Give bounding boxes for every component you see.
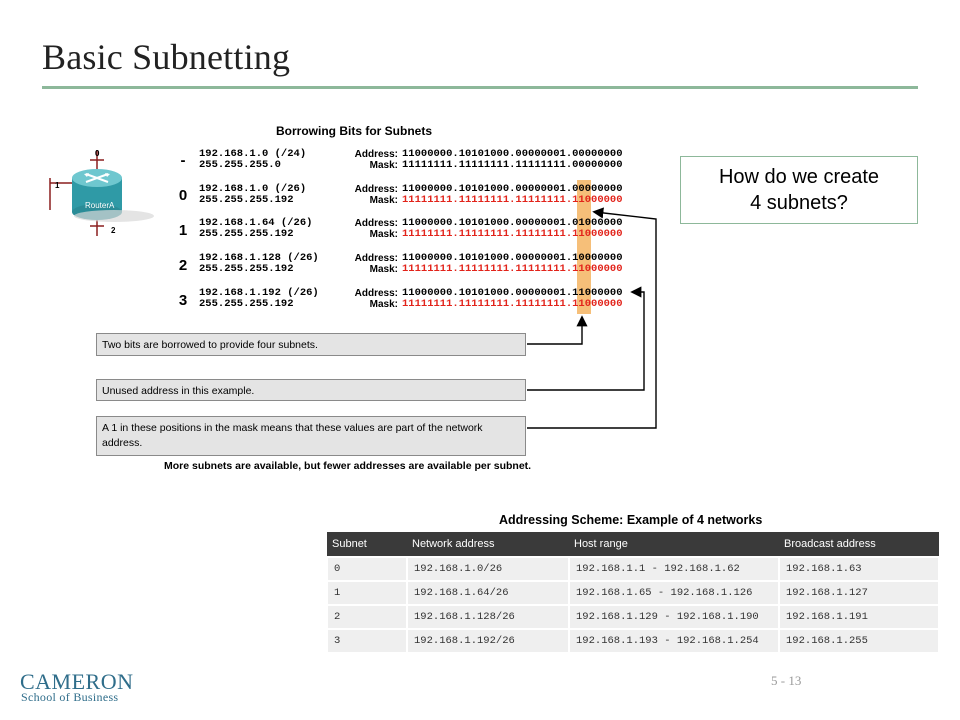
address-bits: 11000000.10101000.00000001.10000000 xyxy=(402,252,623,264)
mask-bits: 11111111.11111111.11111111.11000000 xyxy=(402,228,623,240)
network-address: 192.168.1.192 (/26) xyxy=(199,287,319,299)
row-number: 0 xyxy=(178,187,188,204)
table-row: 3 192.168.1.192/26 192.168.1.193 - 192.1… xyxy=(326,628,940,654)
mask-label: Mask: xyxy=(369,229,398,240)
table-cell: 192.168.1.1 - 192.168.1.62 xyxy=(568,556,780,582)
mask-bits: 11111111.11111111.11111111.11000000 xyxy=(402,194,623,206)
mask-label: Mask: xyxy=(369,160,398,171)
table-row: 0 192.168.1.0/26 192.168.1.1 - 192.168.1… xyxy=(326,556,940,582)
network-mask: 255.255.255.192 xyxy=(199,263,294,275)
network-mask: 255.255.255.192 xyxy=(199,194,294,206)
address-bits: 11000000.10101000.00000001.01000000 xyxy=(402,217,623,229)
table-cell: 192.168.1.63 xyxy=(778,556,940,582)
network-address: 192.168.1.64 (/26) xyxy=(199,217,313,229)
table-cell: 192.168.1.0/26 xyxy=(406,556,570,582)
mask-bits: 11111111.11111111.11111111.00000000 xyxy=(402,159,623,171)
network-mask: 255.255.255.192 xyxy=(199,298,294,310)
borrowed-bits-highlight xyxy=(577,180,591,314)
router-port-0: 0 xyxy=(95,149,100,158)
table-cell: 0 xyxy=(326,556,408,582)
table-cell: 192.168.1.128/26 xyxy=(406,604,570,630)
logo-cameron: CAMERON xyxy=(20,669,134,694)
table-cell: 192.168.1.193 - 192.168.1.254 xyxy=(568,628,780,654)
table-cell: 2 xyxy=(326,604,408,630)
addressing-table: Subnet Network address Host range Broadc… xyxy=(326,532,940,654)
router-icon xyxy=(49,150,154,236)
table-row: 1 192.168.1.64/26 192.168.1.65 - 192.168… xyxy=(326,580,940,606)
table-title: Addressing Scheme: Example of 4 networks xyxy=(499,513,763,527)
callout-unused-address: Unused address in this example. xyxy=(96,379,526,401)
page-number: 5 - 13 xyxy=(771,673,802,688)
address-bits: 11000000.10101000.00000001.11000000 xyxy=(402,287,623,299)
table-cell: 192.168.1.191 xyxy=(778,604,940,630)
callout-borrowed-bits: Two bits are borrowed to provide four su… xyxy=(96,333,526,356)
network-mask: 255.255.255.0 xyxy=(199,159,281,171)
question-box: How do we create 4 subnets? xyxy=(680,156,918,224)
network-address: 192.168.1.128 (/26) xyxy=(199,252,319,264)
table-header: Host range xyxy=(569,532,779,557)
mask-label: Mask: xyxy=(369,299,398,310)
address-label: Address: xyxy=(354,184,398,195)
address-label: Address: xyxy=(354,288,398,299)
table-header: Subnet xyxy=(327,532,407,557)
row-number: 1 xyxy=(178,222,188,239)
table-cell: 192.168.1.192/26 xyxy=(406,628,570,654)
figure-title: Borrowing Bits for Subnets xyxy=(276,124,432,138)
callout-mask-ones: A 1 in these positions in the mask means… xyxy=(96,416,526,456)
figure-note: More subnets are available, but fewer ad… xyxy=(164,460,532,472)
mask-label: Mask: xyxy=(369,195,398,206)
table-cell: 192.168.1.65 - 192.168.1.126 xyxy=(568,580,780,606)
table-cell: 1 xyxy=(326,580,408,606)
table-header: Network address xyxy=(407,532,569,557)
mask-label: Mask: xyxy=(369,264,398,275)
network-address: 192.168.1.0 (/24) xyxy=(199,148,307,160)
row-number: - xyxy=(180,152,186,169)
router-label: RouterA xyxy=(85,201,115,210)
address-label: Address: xyxy=(354,149,398,160)
router-port-2: 2 xyxy=(111,226,116,235)
title-divider xyxy=(42,86,918,89)
logo-school-of-business: School of Business xyxy=(21,690,119,704)
address-bits: 11000000.10101000.00000001.00000000 xyxy=(402,148,623,160)
table-cell: 192.168.1.255 xyxy=(778,628,940,654)
row-number: 3 xyxy=(178,292,188,309)
question-line-2: 4 subnets? xyxy=(750,192,848,214)
mask-bits: 11111111.11111111.11111111.11000000 xyxy=(402,263,623,275)
table-cell: 3 xyxy=(326,628,408,654)
address-label: Address: xyxy=(354,253,398,264)
table-header: Broadcast address xyxy=(779,532,939,557)
address-bits: 11000000.10101000.00000001.00000000 xyxy=(402,183,623,195)
mask-bits: 11111111.11111111.11111111.11000000 xyxy=(402,298,623,310)
slide-title: Basic Subnetting xyxy=(42,37,291,77)
table-row: 2 192.168.1.128/26 192.168.1.129 - 192.1… xyxy=(326,604,940,630)
question-line-1: How do we create xyxy=(718,166,880,188)
router-port-1: 1 xyxy=(55,181,60,190)
network-mask: 255.255.255.192 xyxy=(199,228,294,240)
network-address: 192.168.1.0 (/26) xyxy=(199,183,307,195)
row-number: 2 xyxy=(178,257,188,274)
table-cell: 192.168.1.127 xyxy=(778,580,940,606)
table-cell: 192.168.1.129 - 192.168.1.190 xyxy=(568,604,780,630)
address-label: Address: xyxy=(354,218,398,229)
table-cell: 192.168.1.64/26 xyxy=(406,580,570,606)
